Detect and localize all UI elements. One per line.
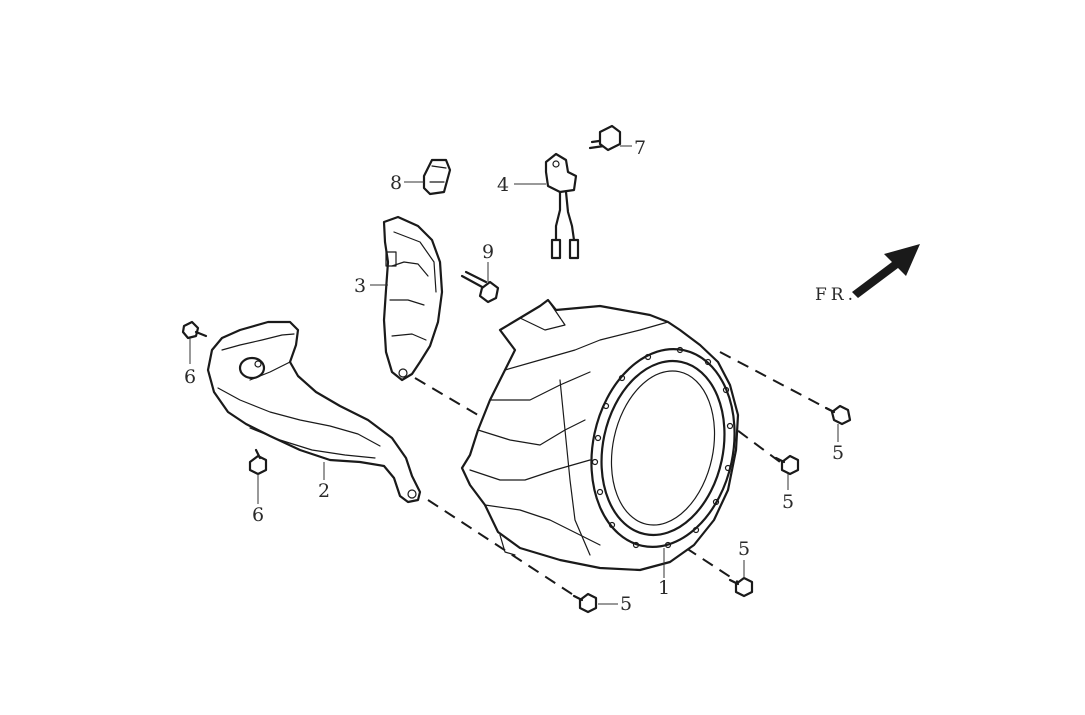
bolt-part-7 — [588, 124, 622, 152]
bolt-part-5-d — [572, 592, 598, 614]
bolt-part-6-upper — [181, 320, 208, 340]
callout-6-a: 6 — [184, 366, 196, 388]
clip-part-8 — [422, 158, 452, 196]
fan-shroud-part-1 — [460, 298, 740, 572]
callout-2: 2 — [318, 480, 330, 502]
front-direction-indicator: FR. — [815, 244, 920, 305]
bolt-part-5-a — [824, 404, 852, 426]
front-arrow-icon — [852, 244, 920, 298]
upper-cover-part-3 — [382, 215, 444, 382]
callout-4: 4 — [497, 174, 509, 196]
lower-cover-part-2 — [206, 320, 422, 504]
callout-3: 3 — [354, 275, 366, 297]
callout-8: 8 — [390, 172, 402, 194]
callout-1: 1 — [658, 577, 670, 599]
assembly-lines — [414, 351, 831, 599]
callout-5-a: 5 — [832, 442, 844, 464]
leader-lines — [189, 145, 839, 605]
callout-5-c: 5 — [738, 538, 750, 560]
bolt-part-5-b — [774, 454, 800, 476]
bolt-part-5-c — [728, 576, 754, 598]
callout-5-b: 5 — [782, 491, 794, 513]
sensor-part-4 — [544, 152, 580, 260]
callout-6-b: 6 — [252, 504, 264, 526]
callout-5-d: 5 — [620, 593, 632, 615]
callout-labels: 1 2 3 4 5 5 5 5 6 6 7 8 9 — [184, 137, 844, 615]
bolt-part-6-lower — [248, 448, 268, 476]
callout-9: 9 — [482, 241, 494, 263]
callout-7: 7 — [634, 137, 646, 159]
bolt-part-9 — [460, 270, 500, 304]
direction-label: FR. — [815, 285, 857, 305]
